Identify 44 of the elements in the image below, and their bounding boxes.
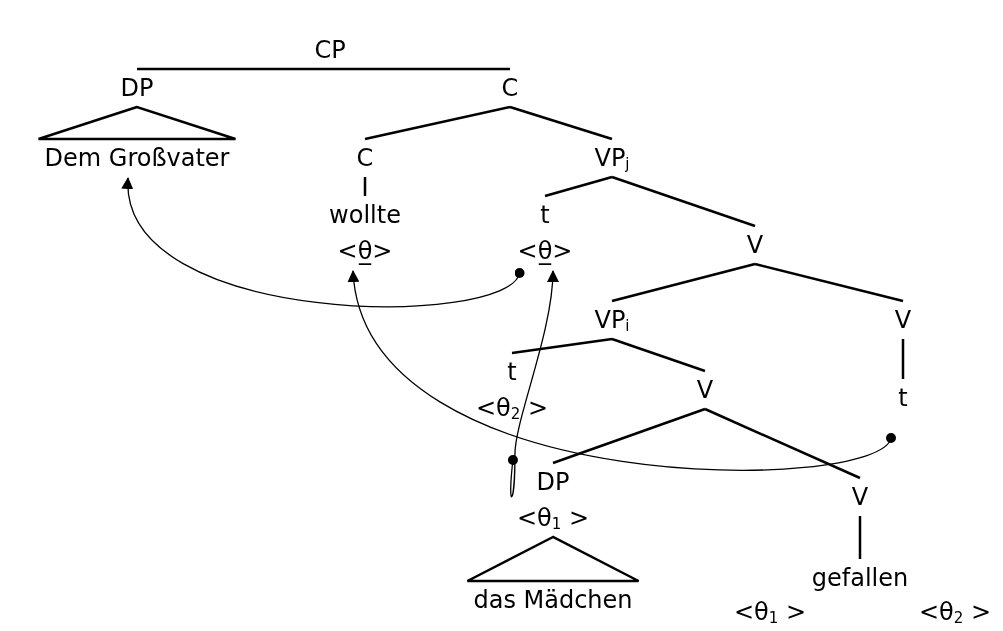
branch-line [611,262,756,303]
theta-role-label: <θ$_{2}$ > [475,393,549,425]
branch-line [704,407,861,480]
movement-arrow [507,270,559,498]
branch-line [509,105,613,141]
tree-label: Dem Großvater [44,140,230,176]
tree-label: t [539,200,551,231]
theta-role-label: <θ$_{2}$ > [918,597,992,629]
tree-label: das Mädchen [473,582,633,618]
branch-line [901,339,905,379]
tree-label: V [696,372,714,408]
branch-line [611,175,756,228]
tree-label: VP$_{j}$ [594,140,630,176]
movement-arrow [123,177,525,307]
theta-role-label: <θ̲> [336,236,394,267]
branch-line [364,105,511,141]
tree-label: DP [120,70,154,106]
tree-label: wollte [329,200,401,231]
branch-line [137,67,330,71]
triangle-branch [37,105,237,141]
tree-label: CP [314,32,346,68]
tree-label: VP$_{i}$ [594,302,630,338]
movement-arrow [349,270,896,471]
theta-role-label: <θ$_{1}$ > [516,503,590,535]
tree-label: DP [535,467,571,498]
tree-label: V [894,302,912,338]
tree-label: C [501,70,519,106]
branch-line [511,337,613,355]
branch-line [330,67,510,71]
branch-line [611,337,706,373]
triangle-branch [466,535,640,583]
tree-label: gefallen [811,560,909,596]
branch-line [363,177,367,196]
theta-role-label: <θ̲> [517,236,573,267]
tree-label: V [851,479,869,515]
theta-role-label: <θ$_{1}$ > [733,597,807,629]
branch-line [544,175,613,198]
branch-line [552,407,706,465]
tree-label: t [898,380,908,416]
branch-line [754,262,904,303]
tree-label: V [746,227,764,263]
tree-label: t [506,357,518,388]
branch-line [858,516,862,559]
tree-label: C [356,140,374,176]
